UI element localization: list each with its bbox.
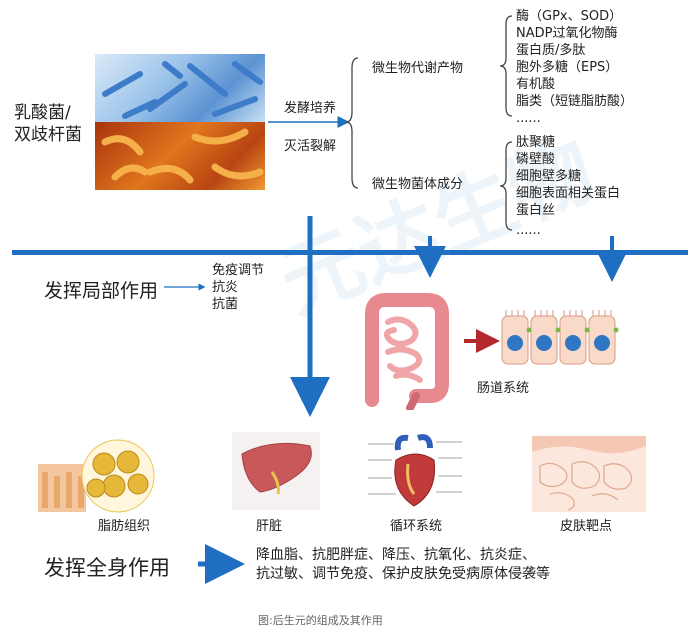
local-effect-2: 抗炎	[212, 280, 239, 295]
process-ferment: 发酵培养	[284, 101, 337, 116]
circulatory-system-illustration	[366, 430, 464, 512]
metabolites-list: 酶（GPx、SOD） NADP过氧化物酶 蛋白质/多肽 胞外多糖（EPS） 有机…	[516, 8, 696, 133]
list-item: 磷壁酸	[516, 152, 556, 167]
liver-illustration	[232, 432, 320, 510]
list-item: 脂类（短链脂肪酸）	[516, 94, 634, 109]
components-list: 肽聚糖 磷壁酸 细胞壁多糖 细胞表面相关蛋白 蛋白丝 ......	[516, 134, 696, 244]
systemic-effects-line-1: 降血脂、抗肥胖症、降压、抗氧化、抗炎症、	[256, 547, 536, 563]
organ-label-adipose: 脂肪组织	[98, 519, 151, 534]
systemic-effect-title: 发挥全身作用	[44, 556, 170, 580]
list-item: 胞外多糖（EPS）	[516, 60, 619, 75]
local-effect-3: 抗菌	[212, 297, 239, 312]
source-label-2: 双歧杆菌	[14, 125, 82, 145]
systemic-effects-line-2: 抗过敏、调节免疫、保护皮肤免受病原体侵袭等	[256, 566, 550, 582]
list-item: NADP过氧化物酶	[516, 26, 618, 41]
organ-label-circulatory: 循环系统	[390, 519, 443, 534]
category-components: 微生物菌体成分	[372, 177, 464, 192]
organ-label-liver: 肝脏	[256, 519, 283, 534]
list-item: 有机酸	[516, 77, 556, 92]
category-metabolites: 微生物代谢产物	[372, 61, 464, 76]
adipose-tissue-illustration	[38, 432, 156, 520]
organ-label-skin: 皮肤靶点	[560, 519, 613, 534]
list-item: 细胞壁多糖	[516, 169, 582, 184]
intestine-illustration	[350, 292, 460, 410]
bacteria-image-blue	[95, 54, 265, 122]
process-inactivate: 灭活裂解	[284, 139, 337, 154]
source-label-1: 乳酸菌/	[14, 103, 71, 123]
list-item: 肽聚糖	[516, 135, 556, 150]
list-item: 蛋白丝	[516, 203, 556, 218]
list-item: ......	[516, 111, 541, 126]
list-item: ......	[516, 223, 541, 238]
list-item: 细胞表面相关蛋白	[516, 186, 621, 201]
skin-illustration	[532, 436, 646, 512]
intestinal-cells-illustration	[500, 310, 620, 366]
gut-label: 肠道系统	[477, 381, 530, 396]
figure-caption: 图:后生元的组成及其作用	[258, 614, 383, 627]
local-effect-title: 发挥局部作用	[44, 280, 159, 302]
list-item: 酶（GPx、SOD）	[516, 9, 623, 24]
local-effect-1: 免疫调节	[212, 263, 265, 278]
bacteria-image-orange	[95, 122, 265, 190]
divider-line	[12, 250, 688, 255]
list-item: 蛋白质/多肽	[516, 43, 586, 58]
